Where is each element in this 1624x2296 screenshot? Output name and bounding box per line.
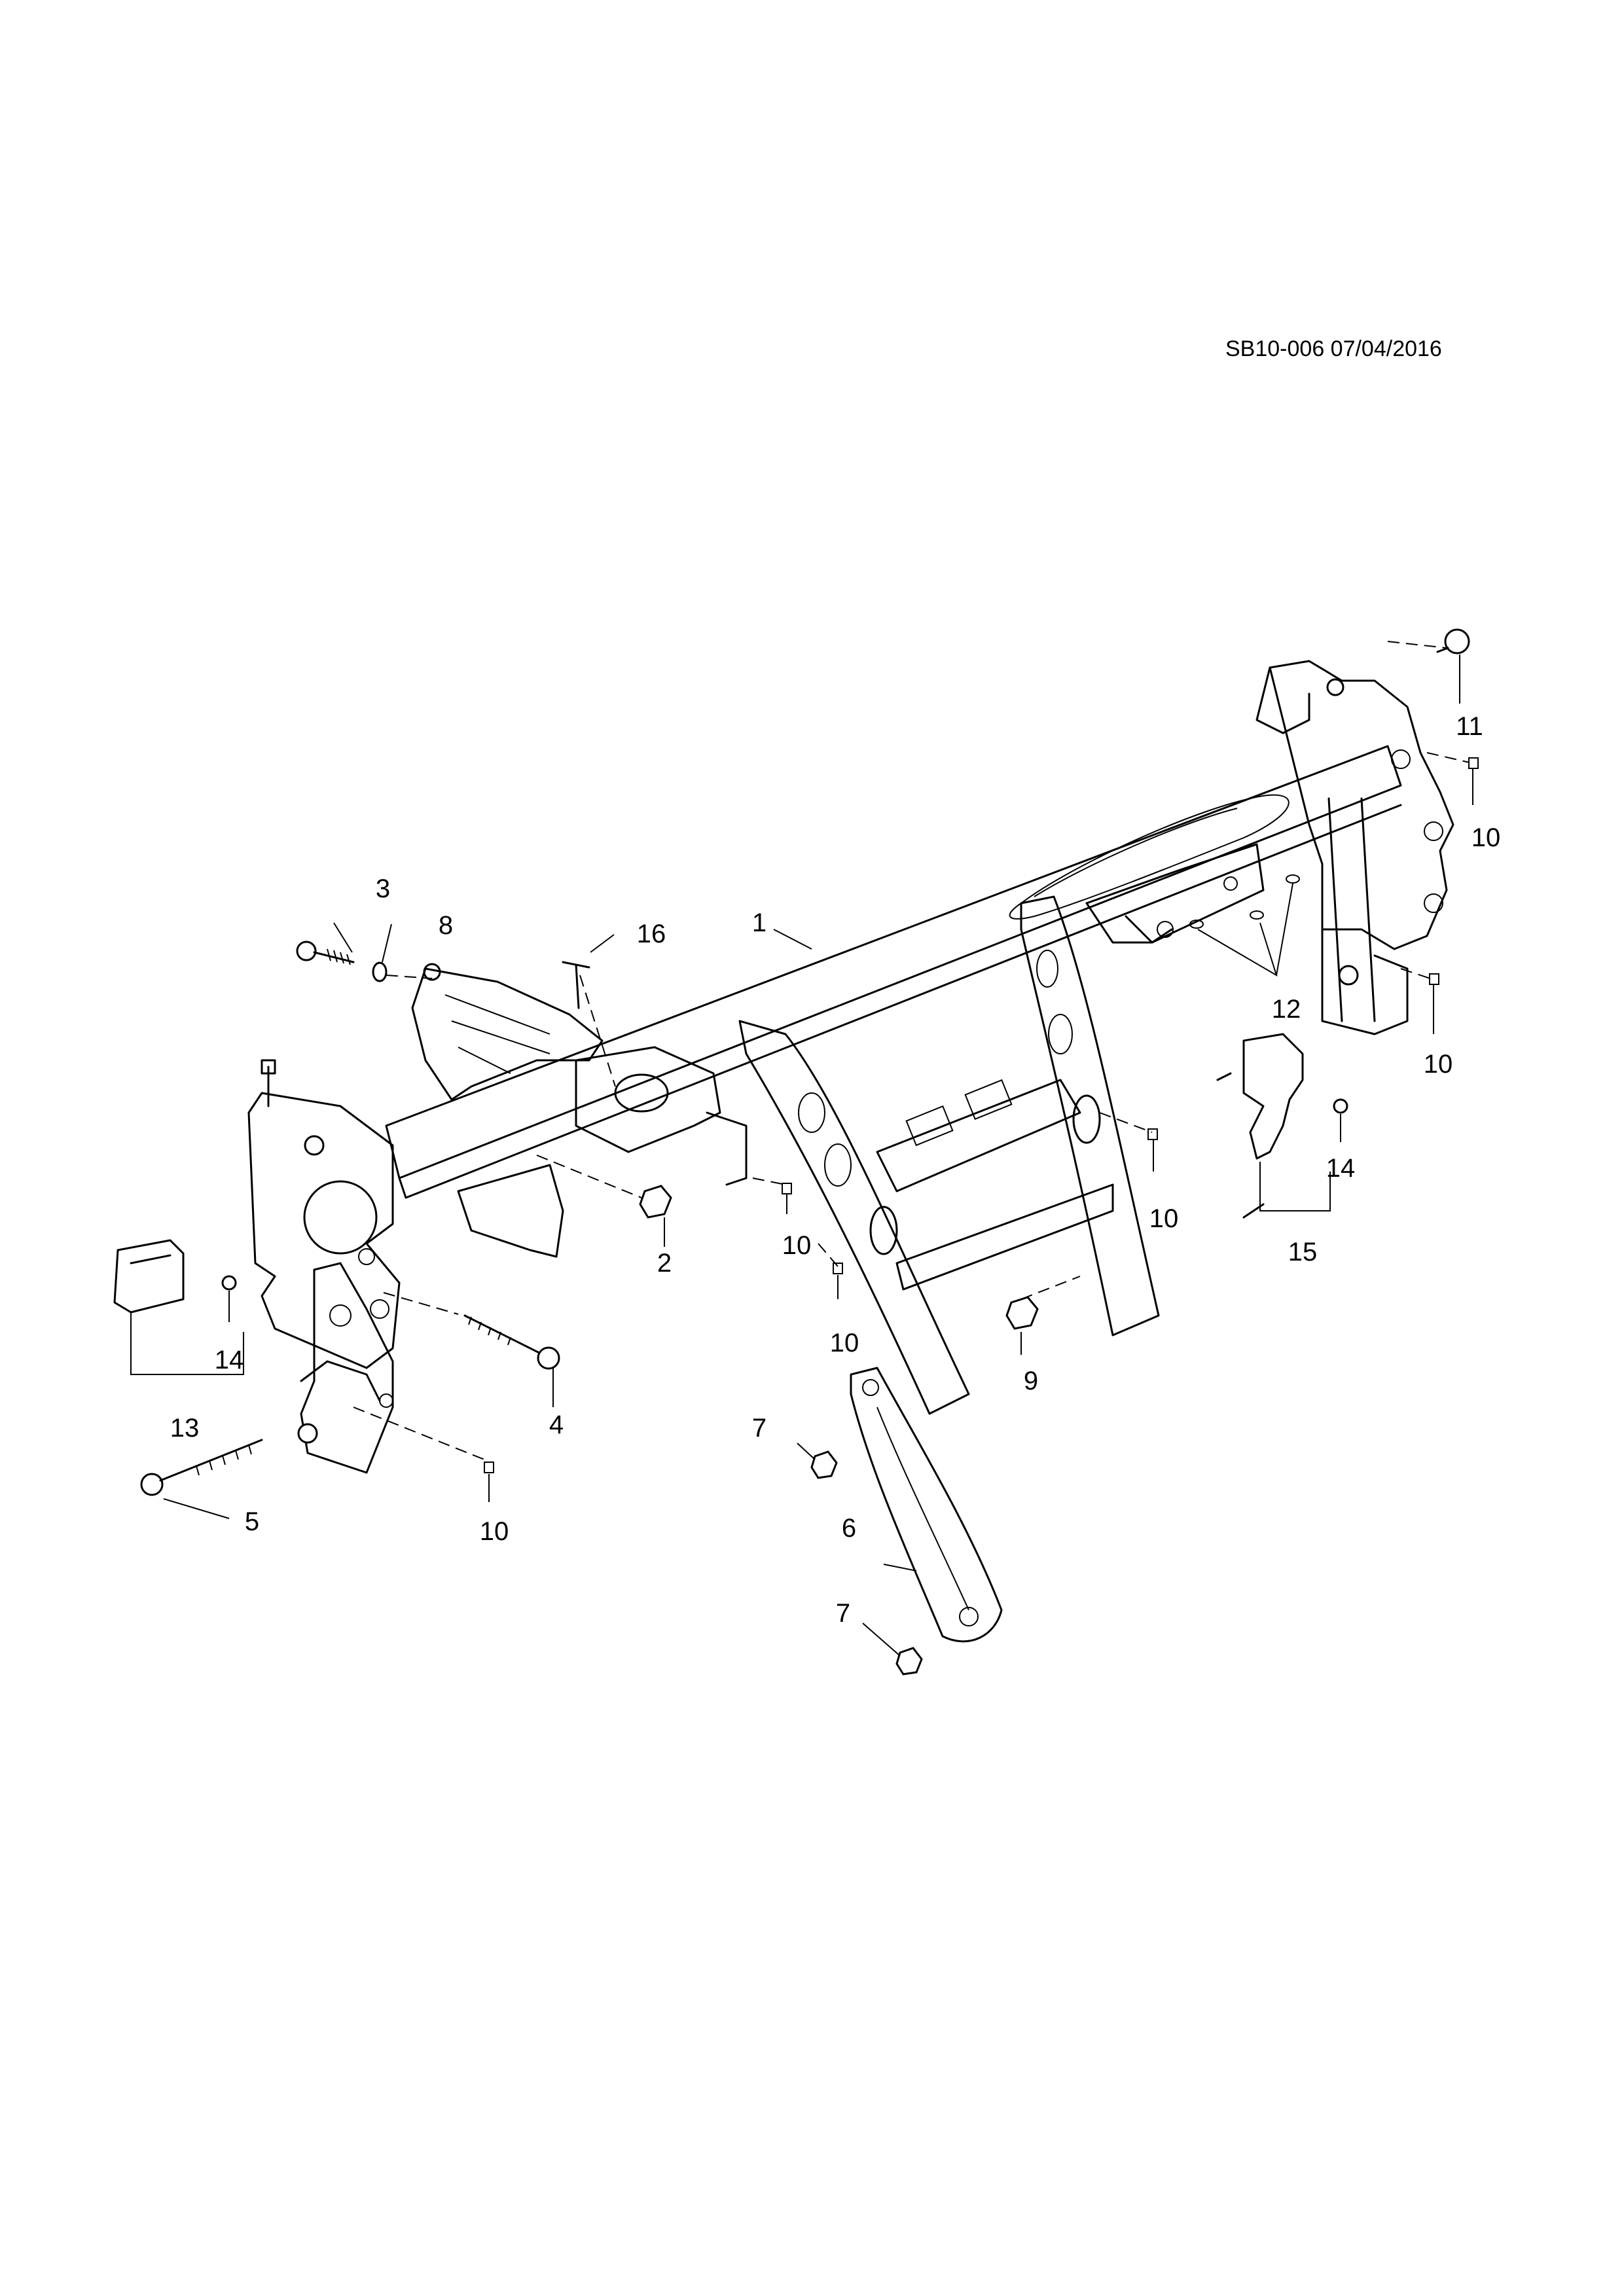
right-center-bracket (1085, 843, 1265, 944)
callout-10-right-lower: 10 (1423, 1050, 1453, 1079)
callout-14-right: 14 (1326, 1154, 1356, 1183)
callout-7-upper: 7 (751, 1414, 767, 1443)
knee-bolster-clip-15 (1216, 1033, 1348, 1219)
knee-bolster-clip-13 (113, 1239, 237, 1314)
nut-9 (1005, 1296, 1039, 1330)
callout-2: 2 (657, 1249, 672, 1278)
installation-lines (353, 641, 1470, 1460)
bolt-4 (463, 1314, 560, 1370)
lower-support-brace (850, 1367, 1003, 1643)
callout-12: 12 (1271, 995, 1301, 1024)
left-end-bracket (247, 1059, 401, 1369)
callout-10-center: 10 (782, 1231, 812, 1260)
leader-lines (130, 655, 1473, 1657)
nut-7-upper (810, 1450, 838, 1479)
steering-column-support (457, 1046, 748, 1258)
drawing-reference-id: SB10-006 07/04/2016 (1225, 336, 1442, 361)
callout-10-center-right: 10 (1149, 1204, 1179, 1233)
callout-14-left: 14 (214, 1346, 244, 1374)
center-brace-left (738, 1020, 970, 1415)
center-brace-right (1020, 895, 1160, 1336)
nut-2 (639, 1185, 672, 1219)
callout-10-center-lower: 10 (829, 1329, 859, 1357)
callout-16: 16 (636, 920, 666, 948)
nut-11 (1436, 628, 1470, 655)
bolt-3 (296, 941, 355, 965)
bolt-5 (140, 1439, 263, 1496)
cross-car-beam (385, 745, 1402, 1199)
callout-5: 5 (244, 1507, 260, 1536)
center-radio-bracket (876, 1079, 1114, 1291)
callout-11: 11 (1456, 712, 1483, 741)
right-end-bracket (1255, 660, 1454, 1035)
callout-7-lower: 7 (835, 1599, 851, 1628)
clips-12 (1189, 874, 1300, 929)
callout-4: 4 (549, 1410, 564, 1439)
washer-8 (372, 961, 388, 982)
callout-9: 9 (1023, 1367, 1039, 1395)
callout-10-right-upper: 10 (1471, 823, 1501, 852)
screw-16 (562, 961, 590, 1009)
callout-1: 1 (751, 908, 767, 937)
callout-3: 3 (375, 874, 391, 903)
callout-6: 6 (841, 1514, 857, 1543)
callout-13: 13 (170, 1414, 200, 1443)
callout-10-left: 10 (479, 1517, 509, 1546)
callout-8: 8 (438, 911, 454, 940)
left-upper-gusset (411, 963, 604, 1101)
left-lower-bracket (297, 1262, 394, 1474)
callout-15: 15 (1288, 1238, 1318, 1266)
nut-7-lower (895, 1647, 923, 1676)
clip-nuts-10 (484, 757, 1479, 1473)
